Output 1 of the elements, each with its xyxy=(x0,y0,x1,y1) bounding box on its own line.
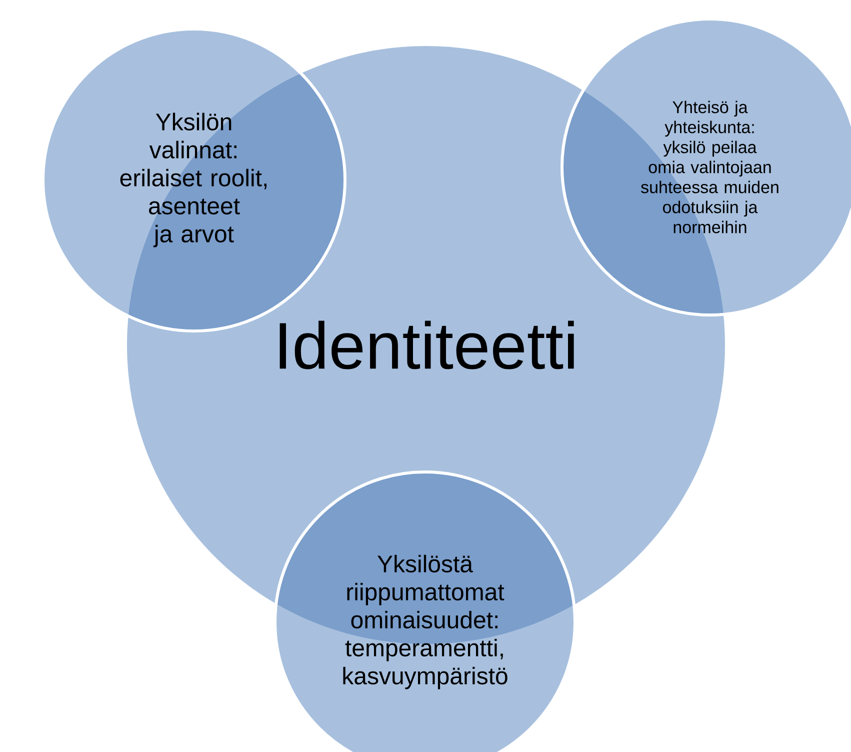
node-label: kasvuympäristö xyxy=(343,666,508,690)
